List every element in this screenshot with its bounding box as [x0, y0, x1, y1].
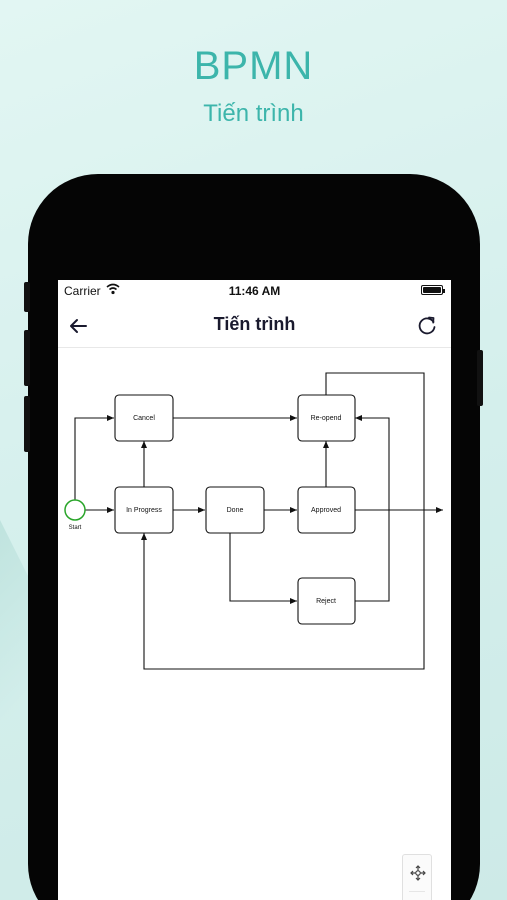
carrier-label: Carrier	[64, 284, 101, 298]
node-reject[interactable]: Reject	[297, 577, 356, 625]
move-crosshair-icon	[410, 865, 426, 881]
node-cancel[interactable]: Cancel	[114, 394, 174, 442]
flow-reopened-to-in-progress	[141, 372, 425, 670]
node-reject-label: Reject	[316, 598, 336, 605]
phone-side-button-volume-down	[24, 396, 30, 452]
flow-done-to-reject	[229, 533, 297, 604]
promo-subtitle: Tiến trình	[203, 100, 304, 127]
phone-side-button-volume-up	[24, 330, 30, 386]
promo-title: BPMN	[193, 44, 314, 88]
status-time: 11:46 AM	[228, 284, 281, 298]
node-approved-label: Approved	[311, 507, 341, 514]
phone-side-button-silent	[24, 282, 30, 312]
start-label: Start	[69, 525, 82, 531]
node-reopened-label: Re-opend	[311, 415, 342, 422]
node-in-progress[interactable]: In Progress	[114, 486, 174, 534]
node-in-progress-label: In Progress	[126, 507, 162, 514]
phone-side-button-power	[477, 350, 483, 406]
app-screen: Start Cancel Re-opend In Progress Done A…	[58, 280, 451, 900]
node-reopened[interactable]: Re-opend	[297, 394, 356, 442]
status-bar: Carrier 11:46 AM	[58, 280, 451, 302]
start-event	[64, 499, 86, 521]
node-done[interactable]: Done	[205, 486, 265, 534]
bpmn-diagram[interactable]: Start Cancel Re-opend In Progress Done A…	[58, 280, 451, 900]
wifi-icon	[106, 283, 120, 295]
flow-start-to-cancel	[74, 415, 114, 500]
page-title: Tiến trình	[213, 314, 296, 334]
node-approved[interactable]: Approved	[297, 486, 356, 534]
refresh-icon[interactable]	[415, 314, 439, 338]
navigation-bar: Tiến trình	[58, 302, 451, 348]
battery-icon	[421, 285, 445, 295]
recenter-divider	[409, 891, 425, 892]
recenter-button[interactable]	[402, 854, 432, 900]
node-done-label: Done	[227, 507, 244, 514]
arrow-left-icon[interactable]	[66, 314, 90, 338]
node-cancel-label: Cancel	[133, 415, 155, 422]
flow-reject-to-reopened	[355, 415, 390, 602]
